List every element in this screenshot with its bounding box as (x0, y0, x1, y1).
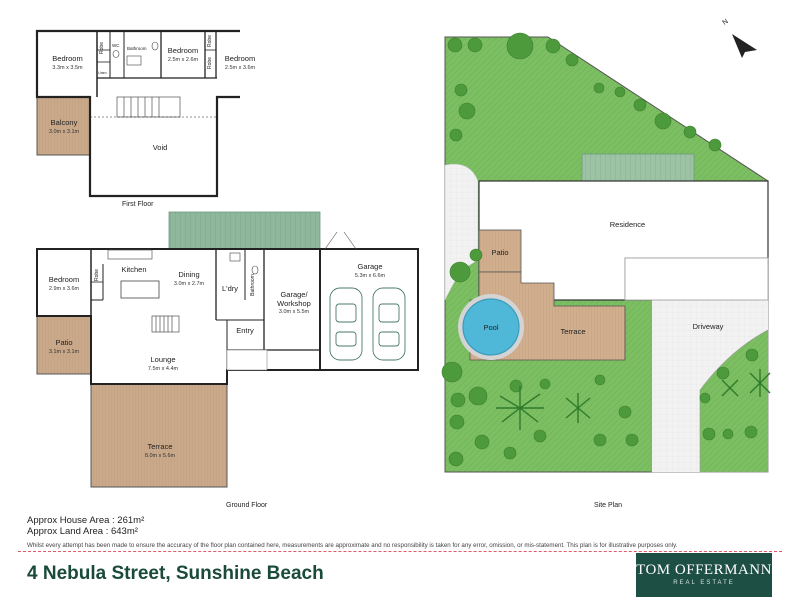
property-address: 4 Nebula Street, Sunshine Beach (27, 563, 324, 584)
gf-kitchen-label: Kitchen (121, 265, 147, 274)
gf-robe-label: Robe (93, 269, 100, 281)
ff-robe-2-label: Robe (206, 35, 213, 47)
site-roof-strip (581, 153, 695, 182)
house-area: Approx House Area : 261m² (27, 515, 145, 526)
garage-car-right (372, 287, 406, 361)
logo-name: TOM OFFERMANN (636, 562, 772, 578)
first-floor-title: First Floor (122, 201, 154, 208)
site-pool (462, 298, 520, 356)
logo-tagline: REAL ESTATE (673, 580, 735, 586)
site-palms (496, 369, 771, 430)
first-floor-stairs (116, 96, 181, 118)
ff-void-label: Void (152, 143, 168, 152)
ff-linen-label: Linen (98, 71, 107, 75)
area-summary: Approx House Area : 261m² Approx Land Ar… (27, 515, 144, 537)
agency-logo: TOM OFFERMANN REAL ESTATE (636, 553, 772, 597)
ground-floor-plan (36, 211, 419, 488)
land-area: Approx Land Area : 643m² (27, 526, 138, 537)
site-patio-label: Patio (491, 248, 509, 257)
site-driveway-label: Driveway (692, 322, 724, 331)
gf-laundry-label: L'dry (221, 284, 239, 293)
north-arrow-icon (732, 34, 757, 58)
footer-divider (18, 551, 782, 552)
first-floor-plan (35, 29, 240, 198)
site-plan-title: Site Plan (594, 502, 623, 509)
ff-wc-label: WC (112, 43, 120, 48)
ff-robe-1-label: Robe (98, 42, 105, 54)
gf-terrace-deck (90, 383, 228, 488)
gf-roof-strip (168, 211, 321, 250)
ff-robe-3-label: Robe (206, 57, 213, 69)
gf-stairs (151, 315, 180, 333)
ground-floor-title: Ground Floor (226, 502, 268, 509)
gf-bathroom-label: Bathroom (249, 274, 256, 296)
site-patio (478, 229, 522, 273)
disclaimer: Whilst every attempt has been made to en… (27, 542, 678, 549)
garage-car-left (329, 287, 363, 361)
site-terrace-label: Terrace (560, 327, 586, 336)
ff-bathroom-label: Bathroom (127, 46, 147, 51)
site-residence-label: Residence (609, 220, 646, 229)
balcony-deck (36, 96, 91, 156)
gf-entry-label: Entry (236, 326, 254, 335)
site-shrubs (441, 32, 759, 467)
site-pool-label: Pool (483, 323, 499, 332)
site-plan (441, 32, 771, 473)
